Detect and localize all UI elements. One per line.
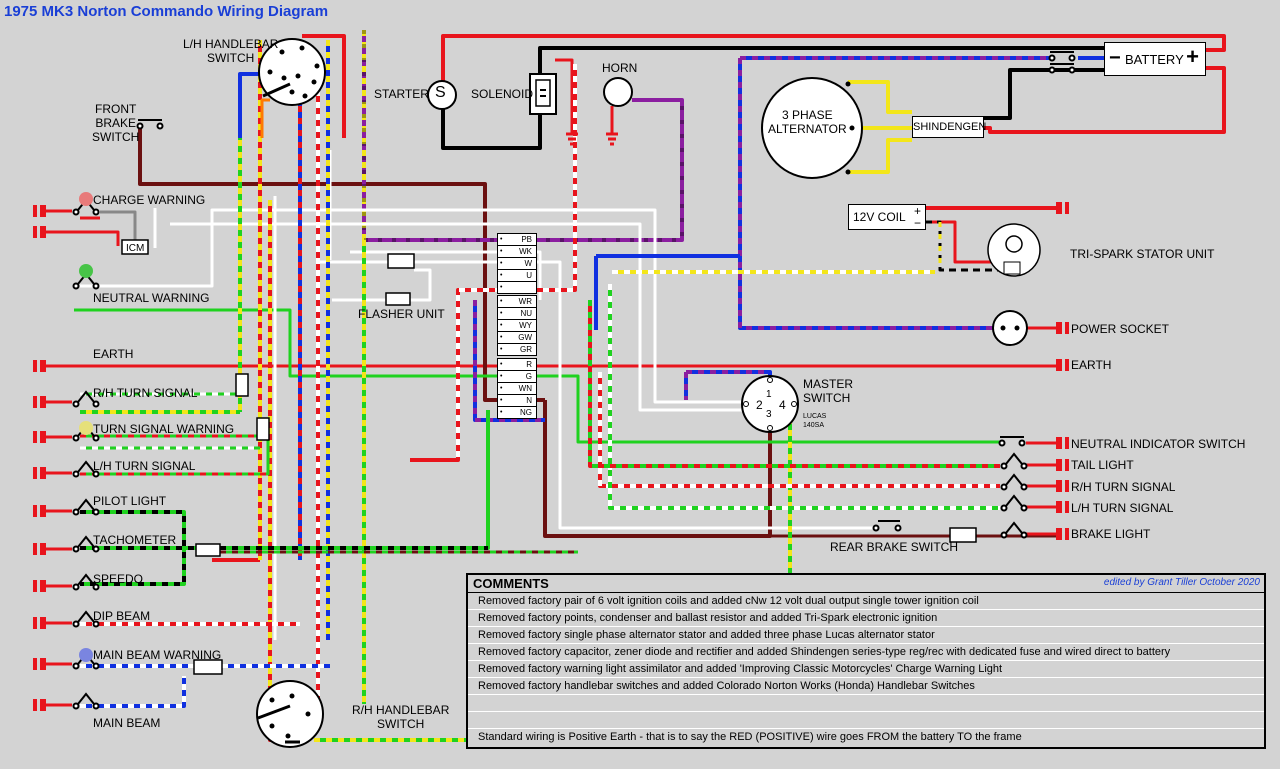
connector-pin: GR bbox=[498, 344, 536, 355]
charge-warning-label: CHARGE WARNING bbox=[93, 193, 206, 207]
icm-label: ICM bbox=[126, 243, 145, 254]
shindengen-box: SHINDENGEN bbox=[912, 116, 986, 138]
speedo-label: SPEEDO bbox=[93, 572, 144, 586]
flasher-unit-label: FLASHER UNIT bbox=[358, 307, 445, 321]
lh-handlebar-switch-icon bbox=[258, 38, 326, 106]
battery-plus: + bbox=[1186, 44, 1199, 69]
main-beam-warning-label: MAIN BEAM WARNING bbox=[93, 648, 222, 662]
front-brake-switch-label: FRONT BRAKE SWITCH bbox=[92, 102, 140, 144]
comment-row: Removed factory pair of 6 volt ignition … bbox=[468, 593, 1264, 610]
tail-light-label: TAIL LIGHT bbox=[1071, 458, 1134, 472]
comment-row: Removed factory handlebar switches and a… bbox=[468, 678, 1264, 695]
connector-pin: WY bbox=[498, 320, 536, 332]
comment-row: Standard wiring is Positive Earth - that… bbox=[478, 731, 1022, 743]
lh-turn-signal-left-label: L/H TURN SIGNAL bbox=[93, 459, 196, 473]
charge-warning-lamp-icon bbox=[79, 192, 93, 206]
master-terminal-3: 3 bbox=[766, 409, 772, 420]
comments-panel: COMMENTS edited by Grant Tiller October … bbox=[466, 573, 1266, 749]
connector-block-mid: WR NU WY GW GR bbox=[497, 295, 537, 356]
comment-row bbox=[468, 712, 1264, 729]
tri-spark-stator-icon bbox=[987, 223, 1041, 277]
lh-turn-signal-right-label: L/H TURN SIGNAL bbox=[1071, 501, 1174, 515]
battery-box: − BATTERY + bbox=[1104, 42, 1206, 76]
comment-row bbox=[468, 695, 1264, 712]
neutral-warning-lamp-icon bbox=[79, 264, 93, 278]
connector-pin: WR bbox=[498, 296, 536, 308]
neutral-indicator-switch-label: NEUTRAL INDICATOR SWITCH bbox=[1071, 437, 1246, 451]
diagram-title: 1975 MK3 Norton Commando Wiring Diagram bbox=[4, 3, 329, 20]
connector-pin: NG bbox=[498, 407, 536, 418]
master-switch-label: MASTER SWITCH bbox=[803, 377, 854, 405]
connector-pin: N bbox=[498, 395, 536, 407]
rear-brake-switch-label: REAR BRAKE SWITCH bbox=[830, 540, 959, 554]
turn-signal-warning-label: TURN SIGNAL WARNING bbox=[93, 422, 235, 436]
connector-pin: NU bbox=[498, 308, 536, 320]
tachometer-label: TACHOMETER bbox=[93, 533, 177, 547]
coil-box: 12V COIL + − bbox=[848, 204, 926, 230]
starter-label: STARTER bbox=[374, 87, 429, 101]
connector-block-top: PB WK W U bbox=[497, 233, 537, 294]
pilot-light-label: PILOT LIGHT bbox=[93, 494, 167, 508]
connector-pin: WK bbox=[498, 246, 536, 258]
battery-minus: − bbox=[1109, 47, 1121, 69]
brake-light-label: BRAKE LIGHT bbox=[1071, 527, 1151, 541]
earth-left-label: EARTH bbox=[93, 347, 134, 361]
rh-handlebar-switch-label: R/H HANDLEBAR SWITCH bbox=[352, 703, 450, 731]
rh-turn-signal-left-label: R/H TURN SIGNAL bbox=[93, 386, 198, 400]
coil-plus: + bbox=[913, 204, 921, 218]
comment-row: Removed factory single phase alternator … bbox=[468, 627, 1264, 644]
starter-symbol: S bbox=[435, 84, 446, 101]
master-terminal-2: 2 bbox=[756, 398, 763, 412]
main-beam-label: MAIN BEAM bbox=[93, 716, 161, 730]
alternator-label: 3 PHASE ALTERNATOR bbox=[768, 108, 847, 136]
inline-fuses bbox=[193, 253, 977, 675]
power-socket-icon bbox=[992, 310, 1028, 346]
connector-pin: PB bbox=[498, 234, 536, 246]
comment-row: Removed factory points, condenser and ba… bbox=[468, 610, 1264, 627]
comments-heading: COMMENTS bbox=[473, 576, 549, 591]
rh-handlebar-switch-icon bbox=[256, 680, 324, 748]
turn-warning-lamp-icon bbox=[79, 421, 93, 435]
coil-label: 12V COIL bbox=[853, 210, 906, 224]
connector-pin: WN bbox=[498, 383, 536, 395]
comments-editor: edited by Grant Tiller October 2020 bbox=[1103, 577, 1260, 588]
master-switch-icon bbox=[741, 375, 799, 433]
connector-block-low: R G WN N NG bbox=[497, 358, 537, 419]
rh-turn-signal-right-label: R/H TURN SIGNAL bbox=[1071, 480, 1176, 494]
horn-label: HORN bbox=[602, 61, 638, 75]
right-terminals bbox=[1056, 202, 1069, 540]
connector-pin: GW bbox=[498, 332, 536, 344]
comments-header: COMMENTS edited by Grant Tiller October … bbox=[468, 575, 1264, 593]
horn-icon bbox=[603, 77, 633, 107]
tri-spark-label: TRI-SPARK STATOR UNIT bbox=[1070, 247, 1215, 261]
lh-handlebar-switch-label: L/H HANDLEBAR SWITCH bbox=[183, 37, 279, 65]
power-socket-label: POWER SOCKET bbox=[1071, 322, 1170, 336]
master-terminal-4: 4 bbox=[779, 398, 786, 412]
neutral-warning-label: NEUTRAL WARNING bbox=[93, 291, 210, 305]
master-terminal-1: 1 bbox=[766, 389, 772, 400]
connector-pin: R bbox=[498, 359, 536, 371]
dip-beam-label: DIP BEAM bbox=[93, 609, 151, 623]
left-terminals bbox=[33, 205, 46, 711]
alternator-icon bbox=[761, 77, 863, 179]
battery-label: BATTERY bbox=[1125, 52, 1184, 67]
earth-right-label: EARTH bbox=[1071, 358, 1112, 372]
solenoid-icon bbox=[529, 73, 557, 115]
lucas-label: LUCAS 140SA bbox=[803, 413, 827, 429]
connector-pin bbox=[498, 282, 536, 293]
starter-motor-icon bbox=[427, 80, 457, 110]
coil-minus: − bbox=[913, 216, 921, 230]
connector-pin: G bbox=[498, 371, 536, 383]
connector-pin: U bbox=[498, 270, 536, 282]
connector-pin: W bbox=[498, 258, 536, 270]
icm-box bbox=[121, 239, 149, 255]
main-beam-warning-lamp-icon bbox=[79, 648, 93, 662]
comment-row: Removed factory warning light assimilato… bbox=[468, 661, 1264, 678]
comment-row: Removed factory capacitor, zener diode a… bbox=[468, 644, 1264, 661]
solenoid-label: SOLENOID bbox=[471, 87, 534, 101]
